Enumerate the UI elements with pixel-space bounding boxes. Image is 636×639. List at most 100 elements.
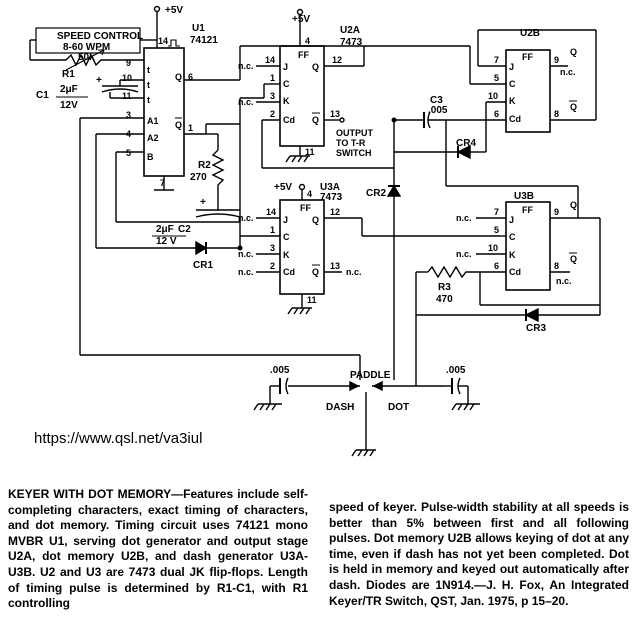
- u2a-nc-14: n.c.: [238, 61, 254, 71]
- u3a-pin11: 11: [307, 295, 317, 305]
- c3-value: .005: [428, 105, 448, 116]
- u2b-pin8: 8: [554, 109, 559, 119]
- c2-voltage: 12 V: [156, 236, 177, 247]
- u2a-ff: FF: [298, 50, 309, 60]
- u2a-pin2: 2: [270, 109, 275, 119]
- u1-pin3: 3: [126, 110, 131, 120]
- u3a-pin2: 2: [270, 261, 275, 271]
- paddle-label: PADDLE: [350, 370, 391, 381]
- u3a-pin12: 12: [330, 207, 340, 217]
- u1-a2-label: A2: [147, 133, 159, 143]
- r3-value: 470: [436, 294, 453, 305]
- u3b-pin8: 8: [554, 261, 559, 271]
- cr3-diode: [524, 307, 539, 323]
- u3b-j: J: [509, 215, 514, 225]
- u1-pin11: 11: [122, 91, 132, 101]
- u2b-name: U2B: [520, 28, 540, 39]
- dot-label: DOT: [388, 402, 409, 413]
- u3b-name: U3B: [514, 191, 534, 202]
- c1-voltage: 12V: [60, 100, 78, 111]
- u2b-qbar: Q: [570, 102, 577, 112]
- u1-q-label: Q: [175, 72, 182, 82]
- vcc-terminal-top: [153, 5, 161, 13]
- r2-name: R2: [198, 160, 211, 171]
- u3b-k: K: [509, 250, 516, 260]
- u3a-pin1: 1: [270, 225, 275, 235]
- svg-text:+: +: [96, 75, 102, 86]
- u3a-part: 7473: [320, 192, 343, 203]
- u3b-pin9: 9: [554, 207, 559, 217]
- cap-dash-value: .005: [270, 365, 290, 376]
- u2b-c: C: [509, 79, 516, 89]
- u2a-pin3: 3: [270, 91, 275, 101]
- u3b-pin6: 6: [494, 261, 499, 271]
- u3a-pin3: 3: [270, 243, 275, 253]
- cr4-label: CR4: [456, 138, 476, 149]
- u3b-ff: FF: [522, 205, 533, 215]
- svg-text:t: t: [147, 95, 150, 105]
- u1-pin1: 1: [188, 123, 193, 133]
- u2a-part: 7473: [340, 37, 363, 48]
- u2b-cd: Cd: [509, 114, 521, 124]
- svg-text:t: t: [147, 80, 150, 90]
- u2a-j: J: [283, 62, 288, 72]
- u3a-q: Q: [312, 215, 319, 225]
- u3b-pin5: 5: [494, 225, 499, 235]
- u2b-chip: [505, 49, 551, 133]
- u2a-cd: Cd: [283, 115, 295, 125]
- u2a-k: K: [283, 96, 290, 106]
- u3a-pin14: 14: [266, 207, 276, 217]
- u2b-pin9: 9: [554, 55, 559, 65]
- u3b-q: Q: [570, 200, 577, 210]
- u3b-qbar: Q: [570, 254, 577, 264]
- u2a-qbar: Q: [312, 115, 319, 125]
- cap-dot-value: .005: [446, 365, 466, 376]
- u2b-nc-9: n.c.: [560, 67, 576, 77]
- u3b-pin10: 10: [488, 243, 498, 253]
- output-label-3: SWITCH: [336, 148, 372, 158]
- u1-pin6: 6: [188, 72, 193, 82]
- caption-right: speed of keyer. Pulse-width stability at…: [329, 500, 629, 608]
- u1-name: U1: [192, 23, 205, 34]
- u1-pin7: 7: [160, 178, 165, 188]
- svg-text:t: t: [147, 65, 150, 75]
- u2b-pin10: 10: [488, 91, 498, 101]
- u2a-vcc: +5V: [292, 14, 310, 25]
- u1-pin10: 10: [122, 73, 132, 83]
- u3b-nc-10: n.c.: [456, 249, 472, 259]
- u2a-pin14: 14: [265, 55, 275, 65]
- cr3-label: CR3: [526, 323, 546, 334]
- u2a-pin12: 12: [332, 55, 342, 65]
- u3a-j: J: [283, 215, 288, 225]
- cr2-label: CR2: [366, 188, 386, 199]
- speed-control-label: SPEED CONTROL: [57, 31, 143, 42]
- u2a-pin1: 1: [270, 73, 275, 83]
- r1-resistor: [65, 53, 120, 67]
- u1-a1-label: A1: [147, 116, 159, 126]
- caption-left: KEYER WITH DOT MEMORY—Features include s…: [8, 487, 308, 611]
- u2a-chip: [279, 45, 325, 147]
- u3a-name: U3A: [320, 182, 340, 193]
- cr2-diode: [386, 184, 402, 197]
- u1-b-label: B: [147, 152, 154, 162]
- u2a-q: Q: [312, 62, 319, 72]
- u1-qbar-label: Q: [175, 120, 182, 130]
- cr1-label: CR1: [193, 260, 213, 271]
- u3a-nc-2: n.c.: [238, 267, 254, 277]
- c1-value: 2μF: [60, 84, 78, 95]
- u1-pin9: 9: [126, 58, 131, 68]
- r2-value: 270: [190, 172, 207, 183]
- cap-dash-plate-right: [285, 377, 289, 395]
- u3a-k: K: [283, 250, 290, 260]
- u3a-ff: FF: [300, 203, 311, 213]
- wpm-label: 8-60 WPM: [63, 42, 110, 53]
- u3b-nc-8: n.c.: [556, 276, 572, 286]
- c2-name: C2: [178, 224, 191, 235]
- u2b-pin7: 7: [494, 55, 499, 65]
- u3b-nc-7: n.c.: [456, 213, 472, 223]
- svg-text:+: +: [200, 197, 206, 208]
- u2b-pin5: 5: [494, 73, 499, 83]
- r2-resistor: [211, 149, 225, 200]
- u3a-c: C: [283, 232, 290, 242]
- u2a-pin4: 4: [305, 36, 310, 46]
